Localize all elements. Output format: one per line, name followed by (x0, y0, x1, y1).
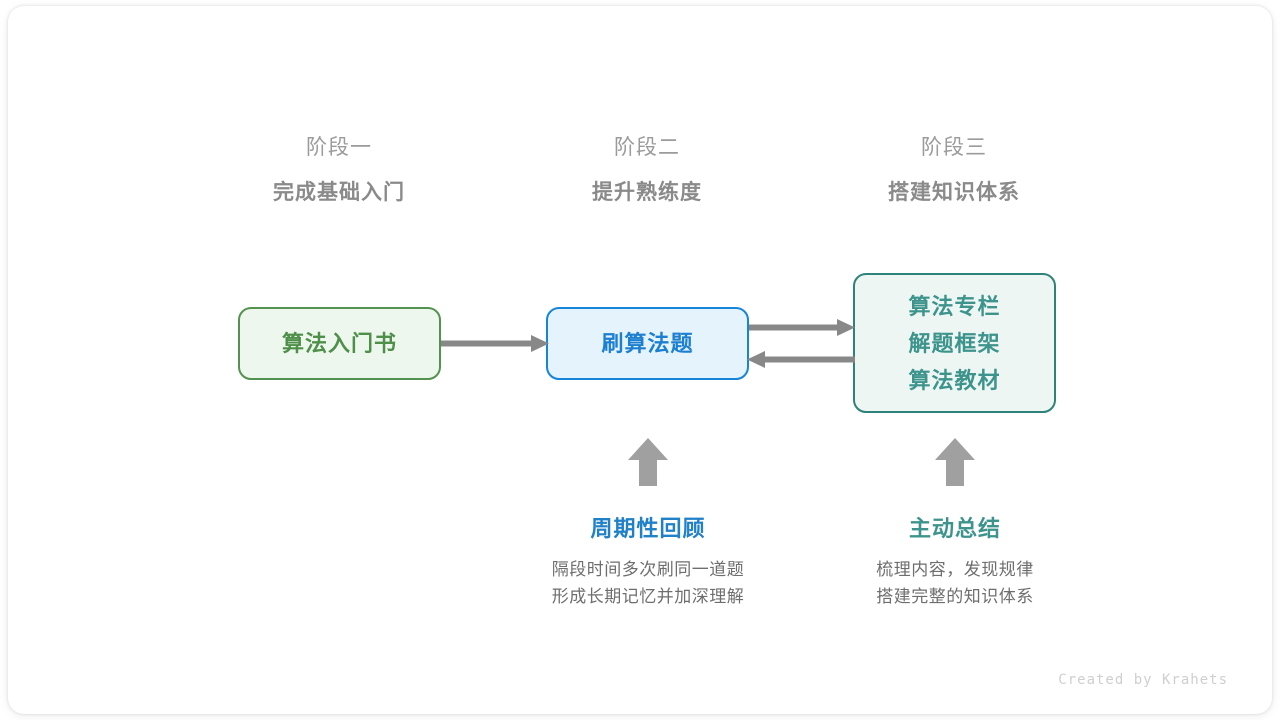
node-knowledge-line-2: 解题框架 (908, 330, 1001, 356)
up-arrow-summary-icon (935, 438, 975, 486)
annotation-review-desc: 隔段时间多次刷同一道题 形成长期记忆并加深理解 (498, 556, 798, 610)
annotation-review-title: 周期性回顾 (590, 516, 706, 541)
node-book-line-1: 算法入门书 (281, 331, 397, 356)
diagram-card: 阶段一 完成基础入门 阶段二 提升熟练度 阶段三 搭建知识体系 算法入门书 刷算… (8, 6, 1272, 714)
node-practice-line-1: 刷算法题 (601, 331, 694, 356)
annotation-summary-desc-line-1: 梳理内容，发现规律 (876, 560, 1034, 579)
node-practice-problems[interactable]: 刷算法题 (546, 307, 749, 380)
annotation-summary-title: 主动总结 (908, 516, 1001, 541)
stage-1-subtitle: 阶段一 (306, 136, 372, 159)
stage-1-title: 完成基础入门 (273, 181, 405, 204)
stage-3-subtitle: 阶段三 (921, 136, 987, 159)
annotation-review-desc-line-1: 隔段时间多次刷同一道题 (551, 560, 745, 579)
up-arrow-review-icon (628, 438, 668, 486)
watermark-credit: Created by Krahets (1058, 672, 1228, 688)
annotation-review-desc-line-2: 形成长期记忆并加深理解 (551, 587, 745, 606)
stage-header-1: 阶段一 完成基础入门 (209, 134, 469, 208)
annotation-summary: 主动总结 梳理内容，发现规律 搭建完整的知识体系 (805, 514, 1105, 610)
node-knowledge-line-3: 算法教材 (908, 367, 1001, 393)
stage-2-title: 提升熟练度 (592, 181, 702, 204)
stage-2-subtitle: 阶段二 (614, 136, 680, 159)
arrow-knowledge-to-practice (747, 351, 855, 368)
stage-header-2: 阶段二 提升熟练度 (517, 134, 777, 208)
annotation-summary-desc: 梳理内容，发现规律 搭建完整的知识体系 (805, 556, 1105, 610)
node-knowledge-line-1: 算法专栏 (908, 293, 1001, 319)
stage-3-title: 搭建知识体系 (888, 181, 1020, 204)
annotation-summary-desc-line-2: 搭建完整的知识体系 (876, 587, 1034, 606)
arrow-book-to-practice (441, 335, 549, 352)
annotation-review: 周期性回顾 隔段时间多次刷同一道题 形成长期记忆并加深理解 (498, 514, 798, 610)
node-algorithm-intro-book[interactable]: 算法入门书 (238, 307, 441, 380)
node-knowledge-resources[interactable]: 算法专栏 解题框架 算法教材 (853, 273, 1056, 413)
arrow-practice-to-knowledge (749, 319, 855, 336)
stage-header-3: 阶段三 搭建知识体系 (824, 134, 1084, 208)
